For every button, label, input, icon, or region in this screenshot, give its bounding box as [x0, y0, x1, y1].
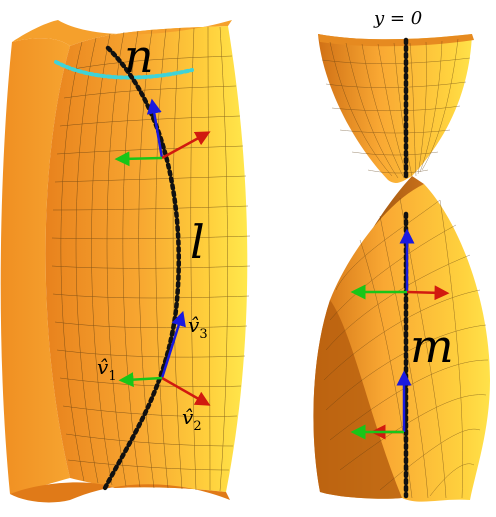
left-curved-slab: n l v̂1 v̂2 v̂3 [0, 20, 251, 503]
v1-green-arrow [118, 372, 163, 388]
left-slab-bottom-edge [10, 482, 230, 503]
right-twist-strip [340, 176, 424, 300]
right-slab-mesh [321, 38, 489, 499]
right-twisted-slab: y = 0 m [313, 8, 490, 502]
v3-blue-arrow [160, 310, 186, 379]
right-lower-dark-band [313, 300, 402, 499]
right-top-wedge-rim [318, 34, 474, 47]
left-slab-mesh [51, 26, 251, 492]
left-slab-top-edge [12, 20, 232, 46]
upper-red-arrow [161, 131, 211, 160]
right-lower-frame-arrows [350, 370, 412, 440]
right-upper-frame-arrows [350, 228, 450, 301]
right-upper-red-arrow [406, 285, 450, 301]
upper-green-arrow [114, 151, 163, 167]
label-y-eq-0: y = 0 [373, 8, 422, 29]
cyan-dotted-curve [54, 60, 194, 80]
left-slab-side-face [0, 38, 70, 494]
upper-frame-arrows [114, 98, 211, 167]
label-n: n [124, 29, 154, 83]
upper-blue-arrow [146, 98, 164, 159]
label-m: m [410, 319, 454, 373]
label-v1: v̂1 [97, 355, 117, 384]
lower-frame-arrows [118, 310, 211, 406]
label-l: l [190, 215, 205, 269]
v2-red-arrow [161, 376, 211, 406]
label-v3: v̂3 [188, 313, 208, 342]
label-v2: v̂2 [182, 405, 202, 434]
